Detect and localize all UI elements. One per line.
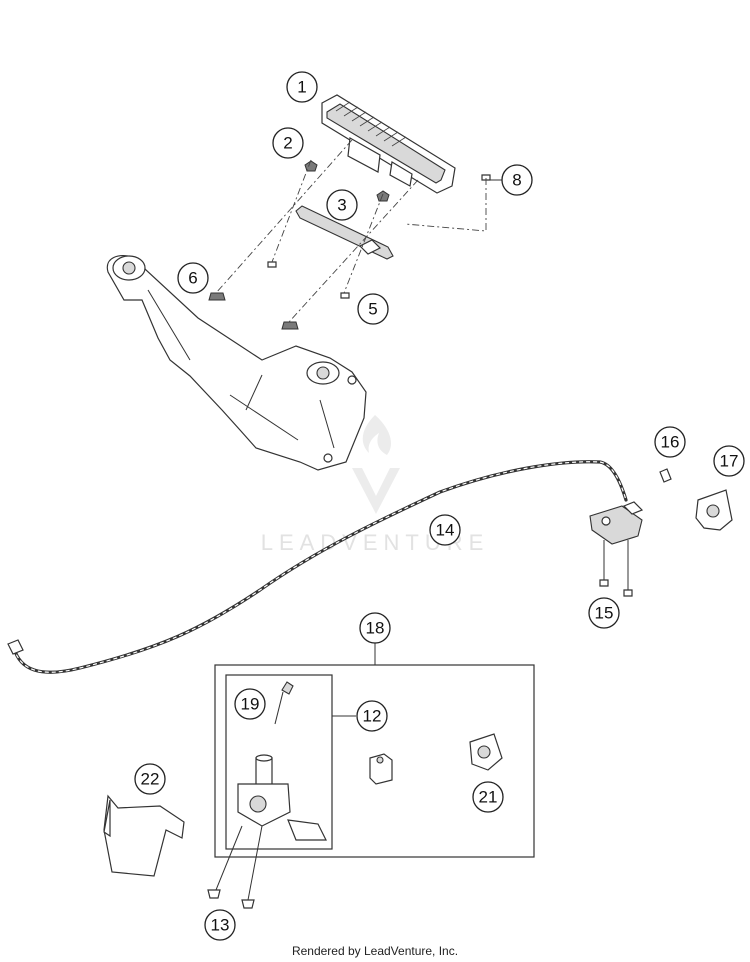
footer-credit: Rendered by LeadVenture, Inc. [291,944,459,958]
callout-17: 17 [713,445,745,477]
callout-8: 8 [501,164,533,196]
callout-12-label: 12 [363,707,382,726]
callout-3: 3 [326,189,358,221]
seat-lock-cylinder [369,753,393,785]
callout-17-label: 17 [720,452,739,471]
sensor-holder [695,489,733,531]
sensor-assembly [589,501,644,597]
callout-19: 19 [234,688,266,720]
callout-15: 15 [588,597,620,629]
callout-12: 12 [356,700,388,732]
callout-14-label: 14 [436,521,455,540]
ignition-lock [215,754,327,901]
ignition-key [274,681,294,725]
cluster-bracket-plate [295,205,394,260]
callout-16: 16 [654,426,686,458]
callout-3-label: 3 [337,196,346,215]
callout-14: 14 [429,514,461,546]
callout-21: 21 [472,781,504,813]
callout-5-label: 5 [368,300,377,319]
callout-13: 13 [204,909,236,941]
assembly-lines [215,139,487,323]
callout-6: 6 [177,262,209,294]
lock-bracket [469,733,503,771]
callout-6-label: 6 [188,269,197,288]
callout-22-label: 22 [141,770,160,789]
lock-screws [207,889,255,909]
lock-cover [103,794,185,877]
callout-8-label: 8 [512,171,521,190]
callout-2-label: 2 [283,134,292,153]
callout-21-label: 21 [479,788,498,807]
callout-13-label: 13 [211,916,230,935]
fasteners-upper [208,160,491,330]
callout-15-label: 15 [595,604,614,623]
speedometer-cable [7,460,628,674]
callout-2: 2 [272,127,304,159]
callout-16-label: 16 [661,433,680,452]
callout-1-label: 1 [297,78,306,97]
sensor-clip [659,468,672,483]
callout-18-label: 18 [366,619,385,638]
instrument-cluster [321,94,456,194]
callout-5: 5 [357,293,389,325]
callout-18: 18 [359,612,391,644]
mounting-bracket [106,255,367,471]
callout-1: 1 [286,71,318,103]
callout-19-label: 19 [241,695,260,714]
callout-22: 22 [134,763,166,795]
